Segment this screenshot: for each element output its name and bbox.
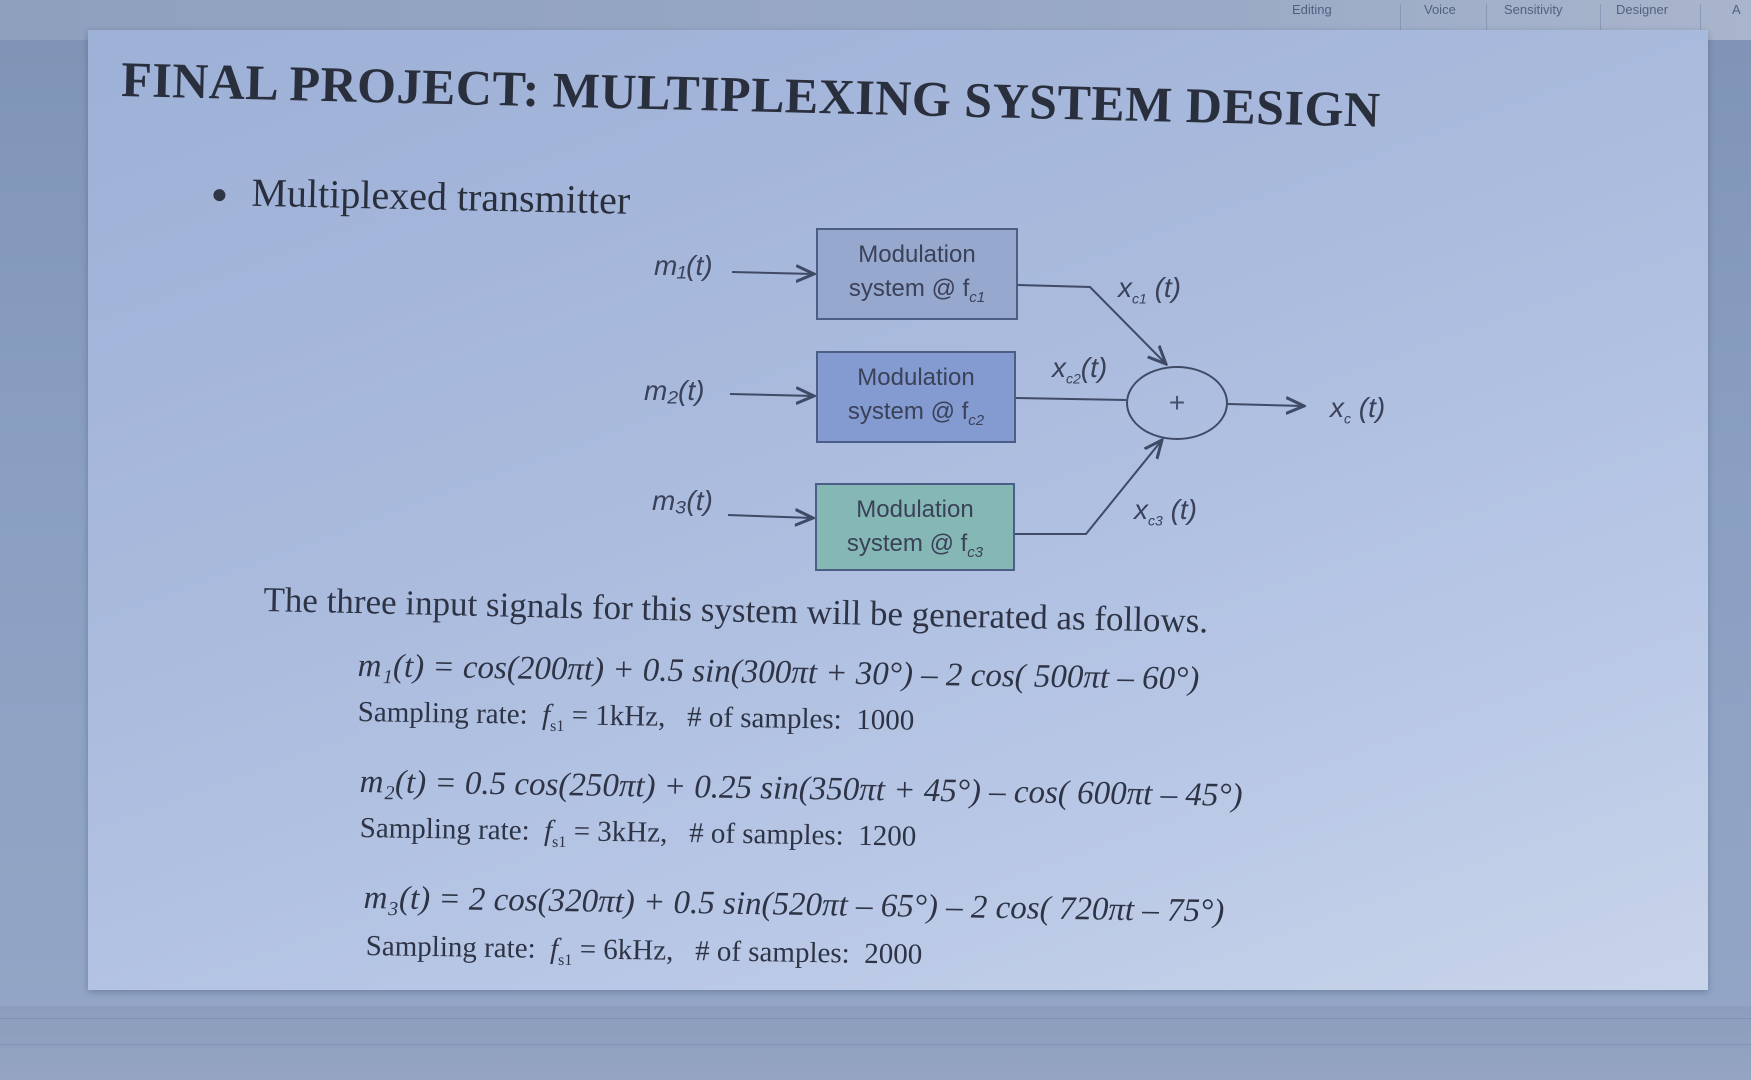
input-arrow-3 (727, 515, 813, 518)
block-2-line1: Modulation (857, 364, 975, 391)
input-label-m1: m₁(t) (654, 250, 713, 281)
ribbon-separator (1700, 4, 1701, 30)
summing-junction: + (1126, 366, 1228, 440)
block-1-line1: Modulation (858, 241, 976, 268)
input-label-m3: m₃(t) (652, 485, 713, 516)
input-arrow-2 (729, 394, 814, 396)
output-label: xc (t) (1330, 392, 1386, 427)
carrier-line-3 (1015, 440, 1162, 535)
block-1-line2: system @ fc1 (848, 275, 986, 306)
ribbon-separator (1600, 4, 1601, 30)
ribbon-item-voice[interactable]: Voice (1424, 2, 1456, 17)
input-arrow-1 (731, 272, 814, 274)
workspace-background (0, 1006, 1751, 1080)
block-2-line2: system @ fc2 (847, 398, 985, 429)
ribbon-item-a[interactable]: A (1732, 2, 1741, 17)
carrier-label-3: xc3 (t) (1134, 494, 1198, 529)
input-label-m2: m₂(t) (644, 375, 705, 406)
block-3-line2: system @ fc3 (846, 530, 984, 561)
ribbon-item-editing[interactable]: Editing (1292, 2, 1332, 17)
divider (0, 1044, 1751, 1045)
modulation-block-1: Modulation system @ fc1 (816, 228, 1018, 320)
carrier-line-2 (1015, 397, 1127, 401)
divider (0, 1018, 1751, 1019)
carrier-label-1: xc1 (t) (1118, 272, 1182, 307)
block-3-line1: Modulation (856, 496, 974, 523)
carrier-label-2: xc2(t) (1052, 352, 1108, 387)
ribbon-separator (1400, 4, 1401, 30)
modulation-block-2: Modulation system @ fc2 (816, 351, 1016, 443)
ribbon-item-sensitivity[interactable]: Sensitivity (1504, 2, 1563, 17)
ribbon-separator (1486, 4, 1487, 30)
carrier-line-1 (1017, 284, 1166, 364)
output-arrow (1227, 404, 1304, 406)
modulation-block-3: Modulation system @ fc3 (815, 483, 1015, 571)
ribbon-item-designer[interactable]: Designer (1616, 2, 1669, 17)
